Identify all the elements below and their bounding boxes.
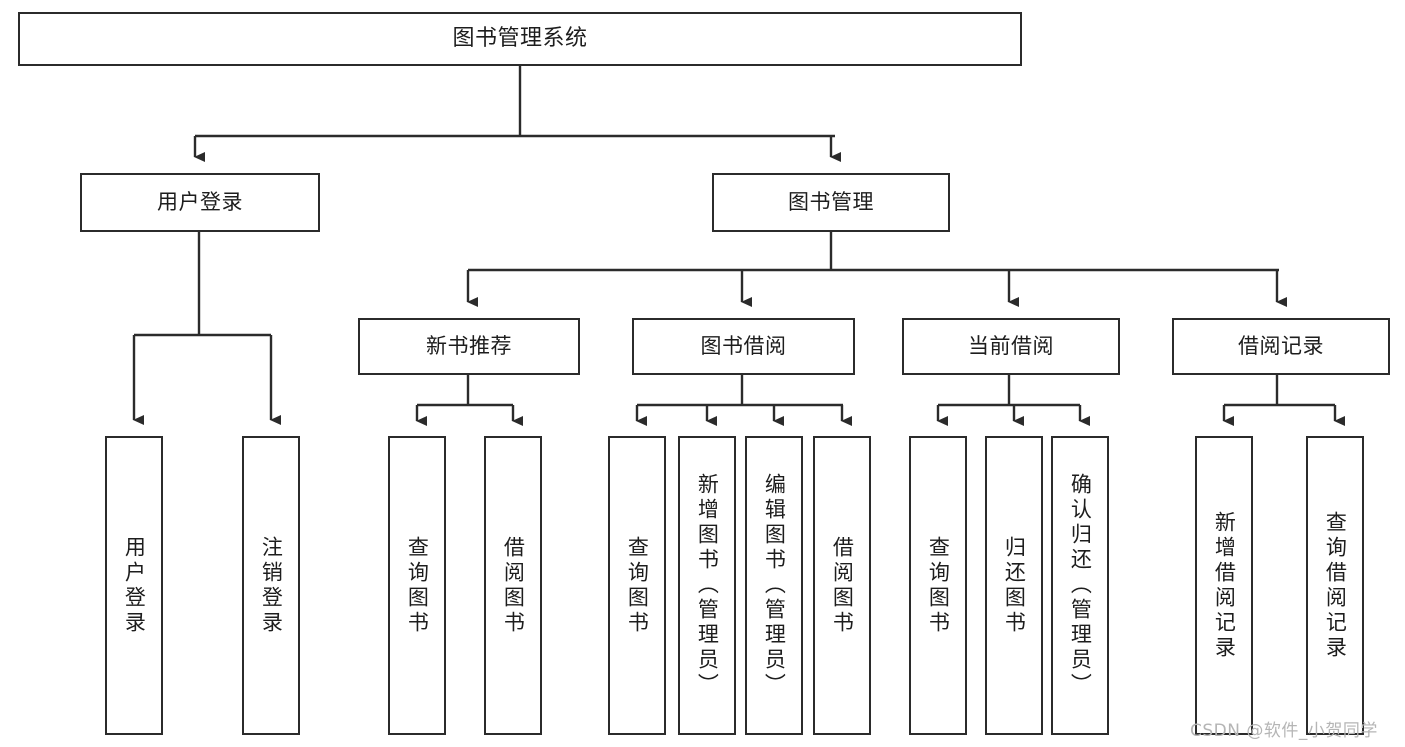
leaf-return-book-label: 归还图书 [1002, 535, 1027, 636]
leaf-borrow-book-2[interactable]: 借阅图书 [813, 436, 871, 735]
leaf-query-borrow-record[interactable]: 查询借阅记录 [1306, 436, 1364, 735]
node-new-book-recommend-label: 新书推荐 [426, 333, 512, 358]
leaf-borrow-book-1-label: 借阅图书 [501, 535, 526, 636]
leaf-add-borrow-record-label: 新增借阅记录 [1212, 510, 1237, 661]
leaf-query-book-3[interactable]: 查询图书 [909, 436, 967, 735]
node-user-login[interactable]: 用户登录 [80, 173, 320, 232]
watermark: CSDN @软件_小贺同学 [1190, 721, 1378, 741]
leaf-logout-login-label: 注销登录 [259, 535, 284, 636]
leaf-query-book-1[interactable]: 查询图书 [388, 436, 446, 735]
leaf-user-login[interactable]: 用户登录 [105, 436, 163, 735]
node-user-login-label: 用户登录 [157, 189, 243, 214]
leaf-query-book-1-label: 查询图书 [405, 535, 430, 636]
node-book-borrow-label: 图书借阅 [700, 333, 787, 358]
leaf-add-borrow-record[interactable]: 新增借阅记录 [1195, 436, 1253, 735]
node-root-label: 图书管理系统 [452, 25, 588, 51]
node-new-book-recommend[interactable]: 新书推荐 [358, 318, 580, 375]
leaf-logout-login[interactable]: 注销登录 [242, 436, 300, 735]
leaf-query-book-2-label: 查询图书 [625, 535, 650, 636]
node-book-borrow[interactable]: 图书借阅 [632, 318, 855, 375]
node-book-management-label: 图书管理 [788, 189, 874, 214]
leaf-user-login-label: 用户登录 [122, 535, 147, 636]
node-book-management[interactable]: 图书管理 [712, 173, 950, 232]
leaf-edit-book-label: 编辑图书（管理员） [762, 473, 787, 698]
leaf-query-borrow-record-label: 查询借阅记录 [1323, 510, 1348, 661]
node-current-borrow[interactable]: 当前借阅 [902, 318, 1120, 375]
leaf-edit-book[interactable]: 编辑图书（管理员） [745, 436, 803, 735]
node-root[interactable]: 图书管理系统 [18, 12, 1022, 66]
leaf-confirm-return-label: 确认归还（管理员） [1068, 473, 1093, 698]
node-current-borrow-label: 当前借阅 [968, 333, 1054, 358]
node-borrow-record-label: 借阅记录 [1238, 333, 1324, 358]
leaf-query-book-3-label: 查询图书 [926, 535, 951, 636]
leaf-borrow-book-1[interactable]: 借阅图书 [484, 436, 542, 735]
leaf-confirm-return[interactable]: 确认归还（管理员） [1051, 436, 1109, 735]
leaf-add-book-label: 新增图书（管理员） [695, 473, 720, 698]
leaf-add-book[interactable]: 新增图书（管理员） [678, 436, 736, 735]
node-borrow-record[interactable]: 借阅记录 [1172, 318, 1390, 375]
leaf-borrow-book-2-label: 借阅图书 [830, 535, 855, 636]
leaf-return-book[interactable]: 归还图书 [985, 436, 1043, 735]
leaf-query-book-2[interactable]: 查询图书 [608, 436, 666, 735]
